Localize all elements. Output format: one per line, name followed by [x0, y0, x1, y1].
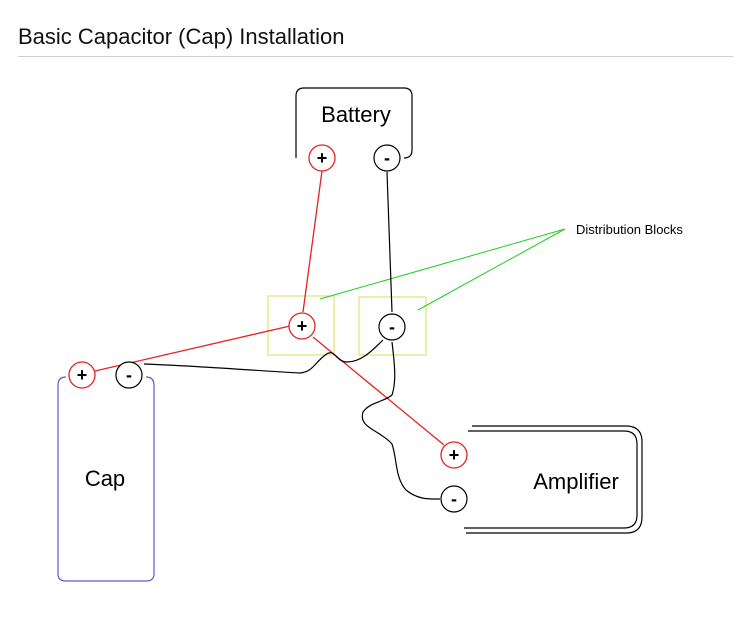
amplifier-negative-terminal: - [440, 485, 468, 513]
wire-block-to-cap-negative [143, 339, 384, 374]
battery-label: Battery [321, 102, 391, 127]
amplifier-box-outer [466, 425, 643, 534]
cap-positive-symbol: + [77, 365, 88, 385]
distribution-blocks-callout: Distribution Blocks [319, 222, 683, 311]
cap-label: Cap [85, 466, 125, 491]
cap-negative-symbol: - [126, 365, 132, 385]
block-positive-symbol: + [297, 316, 308, 336]
wire-block-to-amp-negative [361, 341, 441, 500]
pointer-line-negative-block [417, 228, 566, 311]
wire-battery-to-block-positive [302, 170, 323, 313]
battery-negative-symbol: - [384, 148, 390, 168]
battery-negative-terminal: - [373, 144, 401, 172]
block-positive-terminal: + [288, 312, 316, 340]
title-divider [18, 56, 733, 57]
amplifier-label: Amplifier [533, 469, 619, 494]
negative-wires [143, 171, 441, 500]
distribution-block-negative [358, 296, 427, 356]
block-negative-terminal: - [378, 313, 406, 341]
amplifier-negative-symbol: - [451, 489, 457, 509]
distribution-blocks-label: Distribution Blocks [576, 222, 683, 237]
battery-positive-terminal: + [308, 144, 336, 172]
amplifier: Amplifier [464, 425, 643, 534]
battery: Battery [295, 87, 413, 159]
amplifier-box-inner [464, 430, 638, 529]
page-title: Basic Capacitor (Cap) Installation [18, 24, 345, 49]
amplifier-positive-terminal: + [440, 441, 468, 469]
battery-box [295, 87, 413, 159]
capacitor: Cap [57, 376, 155, 582]
pointer-line-positive-block [319, 228, 566, 300]
amplifier-positive-symbol: + [449, 445, 460, 465]
distribution-block-positive [267, 295, 335, 356]
wire-battery-to-block-negative [386, 171, 393, 313]
cap-box [57, 376, 155, 582]
block-negative-symbol: - [389, 317, 395, 337]
battery-positive-symbol: + [317, 148, 328, 168]
cap-positive-terminal: + [68, 361, 96, 389]
cap-negative-terminal: - [115, 361, 143, 389]
